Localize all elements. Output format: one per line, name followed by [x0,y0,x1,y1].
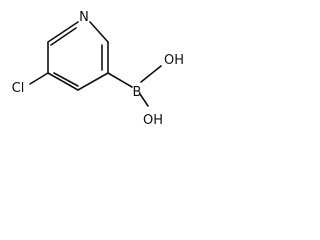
atom-oh-top-label: OH [164,53,184,68]
pyridine-ring [47,21,109,91]
bond-b-oh-bottom [139,93,149,107]
atom-b-label: B [133,85,142,100]
atom-cl-label: Cl [12,81,25,96]
bond-c5-cl [29,72,49,85]
ring-bond-n-c6 [47,21,79,43]
ring-bond-c5-c4-double [53,72,79,87]
bond-b-oh-top [140,65,162,83]
bond-c3-b [107,72,133,88]
chemical-structure-diagram: N Cl B OH OH [12,10,184,128]
ring-bond-n-c6-double [50,27,77,46]
ring-bond-c4-c3 [77,72,109,91]
ring-bond-c2-n [89,21,109,43]
ring-bond-c5-c4 [47,72,79,91]
atom-oh-bottom-label: OH [143,113,163,128]
atom-n-label: N [79,10,89,25]
